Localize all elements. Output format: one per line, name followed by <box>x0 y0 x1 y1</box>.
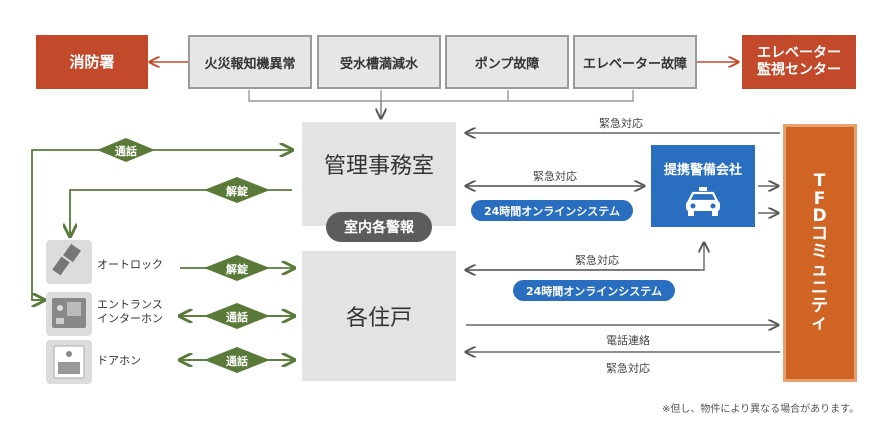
tfd-char: F <box>813 188 827 209</box>
management-office-label: 管理事務室 <box>323 154 434 179</box>
tfd-char: コ <box>811 224 829 245</box>
tfd-char: テ <box>811 295 829 316</box>
label-call-entrance: 通話 <box>115 145 137 158</box>
autolock-icon <box>46 240 92 284</box>
fire-station-box: 消防署 <box>36 35 148 89</box>
online-system-pill-units: 24時間オンラインシステム <box>513 280 675 301</box>
autolock-label: オートロック <box>97 258 163 271</box>
alarm-pump-failure: ポンプ故障 <box>445 35 569 89</box>
entrance-intercom-label: エントランス インターホン <box>97 298 163 326</box>
label-emergency-office: 緊急対応 <box>533 170 577 183</box>
entrance-intercom-icon <box>46 292 92 336</box>
alarm-elevator-failure: エレベーター故障 <box>573 35 697 89</box>
doorphone-icon <box>46 340 92 384</box>
tfd-char: ュ <box>811 259 829 280</box>
police-car-icon <box>686 187 720 216</box>
online-system-pill-office: 24時間オンラインシステム <box>471 200 633 221</box>
tfd-char: T <box>813 170 827 191</box>
security-company-label: 提携警備会社 <box>663 163 742 178</box>
alarm-water-tank: 受水槽満減水 <box>317 35 441 89</box>
label-call-doorphone: 通話 <box>226 355 248 368</box>
tfd-char: ィ <box>811 313 829 334</box>
footnote: ※但し、物件により異なる場合があります。 <box>662 404 860 415</box>
label-phone-contact: 電話連絡 <box>606 334 650 347</box>
label-emergency-top: 緊急対応 <box>599 117 643 130</box>
tfd-char: ミ <box>811 242 829 263</box>
label-emergency-units: 緊急対応 <box>575 254 619 267</box>
tfd-char: ニ <box>811 277 829 298</box>
alarm-fire-alarm: 火災報知機異常 <box>188 35 312 89</box>
elevator-center-box: エレベーター 監視センター <box>742 35 856 89</box>
units-box: 各住戸 <box>302 251 456 381</box>
label-emergency-bottom: 緊急対応 <box>606 362 650 375</box>
label-unlock-office: 解錠 <box>226 185 248 198</box>
management-office-box: 管理事務室 <box>302 122 456 226</box>
security-company-box: 提携警備会社 <box>651 145 755 227</box>
office-alarm-pill: 室内各警報 <box>326 212 432 242</box>
tfd-char: D <box>812 206 828 227</box>
label-call-intercom: 通話 <box>226 311 248 324</box>
label-unlock-units: 解錠 <box>226 263 248 276</box>
units-label: 各住戸 <box>345 306 412 331</box>
doorphone-label: ドアホン <box>97 354 141 367</box>
